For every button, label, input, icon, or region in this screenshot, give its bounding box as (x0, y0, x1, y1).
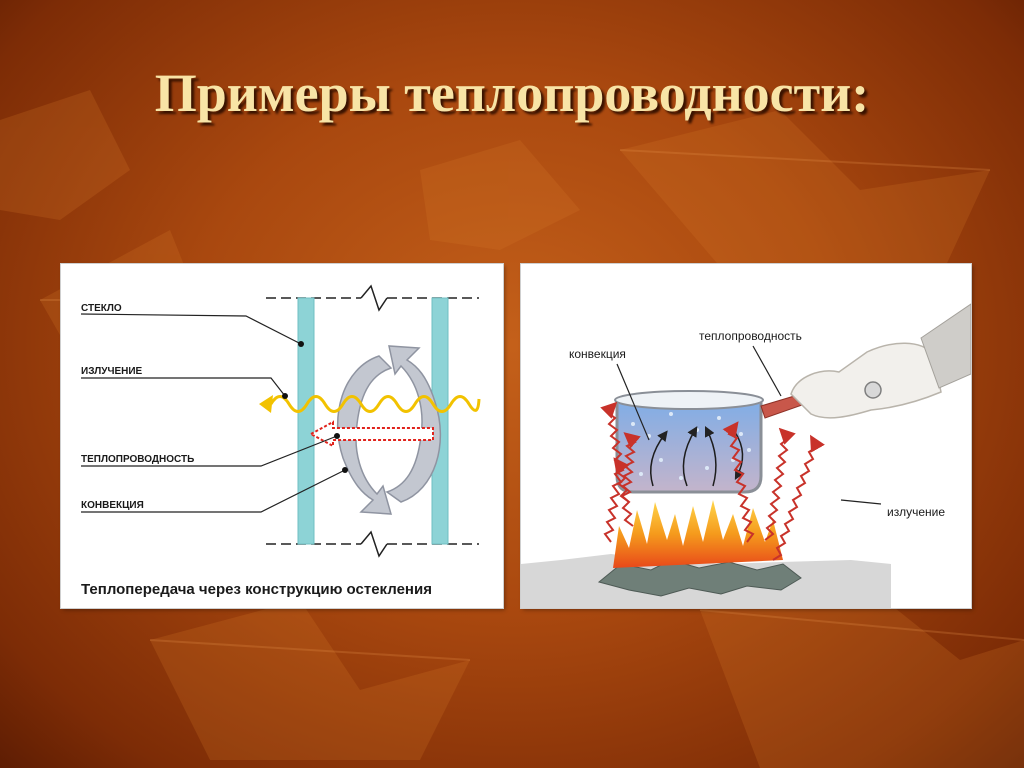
glazing-heat-transfer-diagram: СТЕКЛО ИЗЛУЧЕНИЕ ТЕПЛОПРОВОДНОСТЬ КОНВЕК… (61, 264, 503, 608)
radiation-arrows (600, 401, 825, 561)
glass-pane-left (297, 297, 315, 545)
glazing-caption: Теплопередача через конструкцию остеклен… (81, 581, 432, 598)
hand (790, 303, 971, 419)
pot-on-fire-diagram: конвекция теплопроводность излучение (521, 264, 971, 608)
label-radiation: ИЗЛУЧЕНИЕ (81, 366, 143, 377)
label-leader-lines (80, 313, 346, 513)
conduction-arrow (308, 420, 434, 448)
flames (613, 500, 783, 568)
label-convection: КОНВЕКЦИЯ (81, 500, 144, 511)
radiation-wave (269, 395, 481, 413)
pot-label-leader-lines (616, 345, 882, 505)
slide-title: Примеры теплопроводности: (154, 63, 870, 123)
label-conduction: ТЕПЛОПРОВОДНОСТЬ (81, 454, 194, 465)
label-conduction: теплопроводность (699, 329, 802, 343)
label-convection: конвекция (569, 347, 626, 361)
label-glass: СТЕКЛО (81, 303, 122, 314)
radiation-arrowhead (259, 395, 273, 413)
label-radiation: излучение (887, 505, 945, 519)
